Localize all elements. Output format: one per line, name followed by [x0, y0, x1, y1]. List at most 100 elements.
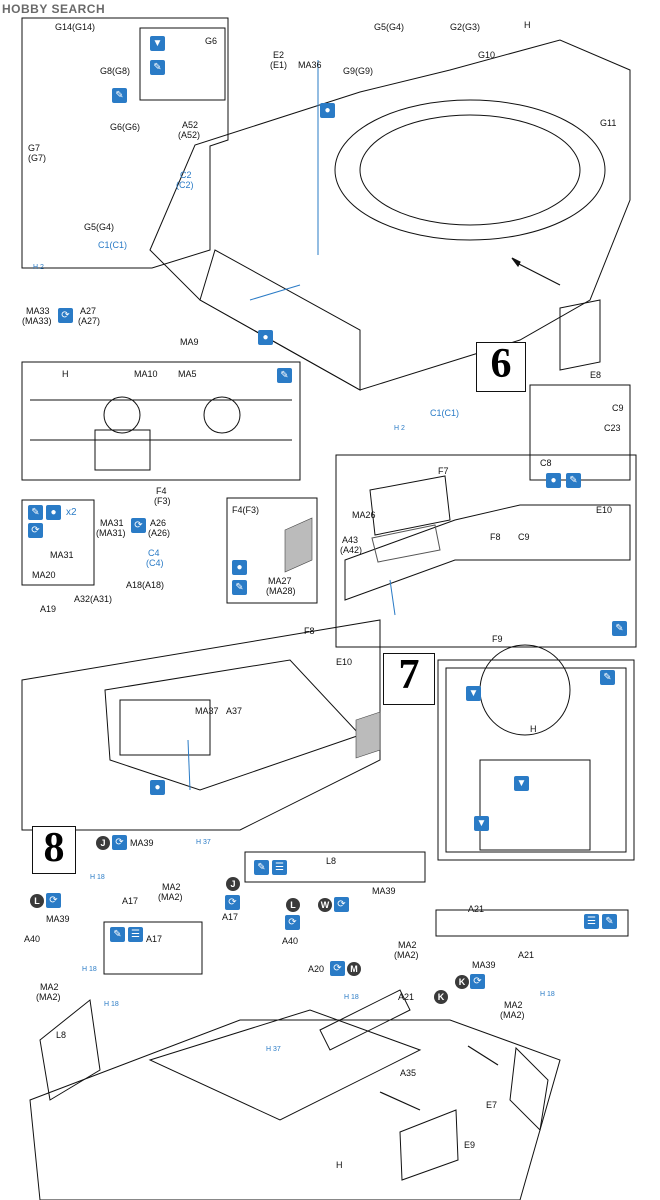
part-ref-tag: H 2 — [394, 425, 405, 432]
label-c9: C9 — [518, 532, 530, 542]
flip-icon: ⟳ — [330, 961, 345, 976]
label-a17-b: A17 — [146, 934, 163, 944]
paint-icon: ✎ — [602, 914, 617, 929]
label-f8: F8 — [304, 626, 315, 636]
hull-front-plate — [199, 249, 361, 391]
step-number-6: 6 — [476, 342, 526, 392]
label-ma26: MA26 — [352, 510, 376, 520]
flip-icon: ⟳ — [46, 893, 61, 908]
hatch-f7 — [369, 475, 451, 536]
part-ref-tag: H 18 — [104, 1001, 119, 1008]
label-a21-k: A21 — [398, 992, 415, 1002]
badge-k: K — [434, 990, 448, 1004]
label-f3: (F3) — [154, 496, 171, 506]
badge-k: K — [455, 975, 469, 989]
label-c1-inset: C1(C1) — [98, 240, 128, 250]
label-ma2-d: MA2 — [504, 1000, 523, 1010]
label-ma28: (MA28) — [266, 586, 296, 596]
hull-outline-step7 — [21, 619, 381, 831]
paint-icon: ● — [258, 330, 273, 345]
cement-icon: ▼ — [514, 776, 529, 791]
flip-icon: ⟳ — [28, 523, 43, 538]
label-l8-b: L8 — [326, 856, 337, 866]
label-g14: G14(G14) — [55, 22, 96, 32]
label-a43: A43 — [342, 535, 359, 545]
inset-frame-a17 — [103, 921, 203, 975]
label-g9: G9(G9) — [343, 66, 374, 76]
part-ref-tag: H 37 — [196, 839, 211, 846]
paint-icon: ✎ — [110, 927, 125, 942]
part-ref-tag: H 37 — [266, 1046, 281, 1053]
label-g7: G7 — [28, 143, 41, 153]
badge-w: W — [318, 898, 332, 912]
part-ref-tag: H 18 — [344, 994, 359, 1001]
paint-icon: ☰ — [128, 927, 143, 942]
watermark-logo: HOBBY SEARCH — [2, 2, 106, 16]
label-ma31-inset: MA31 — [50, 550, 74, 560]
part-ref-tag: H 18 — [82, 966, 97, 973]
step-number-7: 7 — [383, 653, 435, 705]
badge-l: L — [30, 894, 44, 908]
guide-ma26 — [389, 579, 396, 616]
paint-icon: ✎ — [112, 88, 127, 103]
paint-icon: ● — [150, 780, 165, 795]
label-g8: G8(G8) — [100, 66, 131, 76]
flip-icon: ⟳ — [131, 518, 146, 533]
inset-frame-top-view — [437, 659, 635, 861]
paint-icon: ● — [546, 473, 561, 488]
flip-icon: ⟳ — [225, 895, 240, 910]
plate-e7 — [509, 1046, 549, 1132]
label-g5: G5(G4) — [374, 22, 405, 32]
engine-deck-step7 — [104, 659, 361, 791]
label-a18: A18(A18) — [126, 580, 165, 590]
turret-ring-inner — [359, 114, 581, 226]
label-a26-alt: (A26) — [148, 528, 171, 538]
label-ma39-l: MA39 — [46, 914, 70, 924]
inset-frame-g6-detail — [139, 27, 226, 101]
arrow-e7 — [467, 1045, 499, 1066]
label-a26: A26 — [150, 518, 167, 528]
grille-frame-step7 — [119, 699, 211, 756]
label-ma5: MA5 — [178, 369, 197, 379]
label-ma9: MA9 — [180, 337, 199, 347]
label-ma39-j: MA39 — [130, 838, 154, 848]
inset-frame-engine-deck — [335, 454, 637, 648]
paint-icon: ✎ — [612, 621, 627, 636]
paint-icon: ● — [320, 103, 335, 118]
label-c4: C4 — [148, 548, 160, 558]
label-g10: G10 — [478, 50, 496, 60]
label-a27-alt: (A27) — [78, 316, 101, 326]
label-ma33: MA33 — [26, 306, 50, 316]
label-a52-alt: (A52) — [178, 130, 201, 140]
label-c8: C8 — [540, 458, 552, 468]
front-hatch-right — [203, 396, 241, 434]
paint-icon: ☰ — [272, 860, 287, 875]
label-f7: F7 — [438, 466, 449, 476]
inset-frame-ma20 — [21, 499, 95, 586]
turret-ring — [334, 99, 606, 241]
label-ma39-k: MA39 — [472, 960, 496, 970]
paint-icon: ✎ — [28, 505, 43, 520]
label-a17-a: A17 — [122, 896, 139, 906]
engine-deck-plate — [344, 504, 631, 601]
label-a35: A35 — [400, 1068, 417, 1078]
inset-frame-a21 — [435, 909, 629, 937]
label-ma33-alt: (MA33) — [22, 316, 52, 326]
badge-m: M — [347, 962, 361, 976]
guide-ma37 — [187, 739, 191, 791]
label-g5-inset: G5(G4) — [84, 222, 115, 232]
label-ma10: MA10 — [134, 369, 158, 379]
label-g2: G2(G3) — [450, 22, 481, 32]
paint-icon: ☰ — [584, 914, 599, 929]
arrow-e9 — [379, 1091, 421, 1111]
label-ma31-alt: (MA31) — [96, 528, 126, 538]
grille-ma27 — [284, 517, 313, 573]
label-c23: C23 — [604, 423, 621, 433]
label-a19: A19 — [40, 604, 57, 614]
tool-l8-left — [39, 999, 101, 1101]
badge-j: J — [96, 836, 110, 850]
label-c2: C2 — [180, 170, 192, 180]
label-a40-a: A40 — [24, 934, 41, 944]
paint-icon: ✎ — [277, 368, 292, 383]
